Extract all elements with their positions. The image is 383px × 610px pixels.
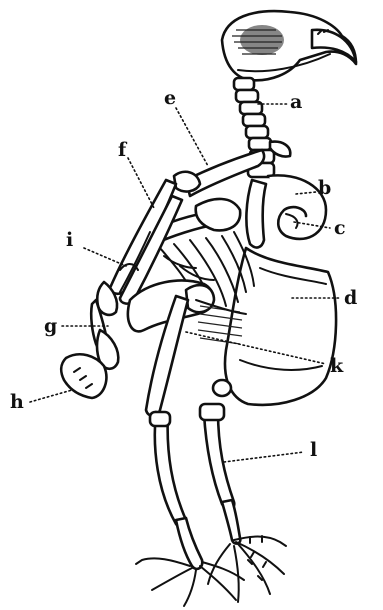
leader-l (224, 452, 304, 462)
label-i: i (66, 229, 73, 251)
skull (222, 11, 356, 80)
leader-f (128, 158, 154, 208)
label-h: h (10, 391, 24, 413)
legs (136, 404, 286, 606)
leader-i (84, 248, 126, 266)
leader-h (30, 390, 72, 402)
label-d: d (344, 287, 357, 309)
furcula-and-coracoid (246, 175, 326, 247)
leader-e (176, 108, 208, 166)
label-l: l (310, 439, 317, 461)
label-f: f (118, 139, 128, 161)
label-a: a (290, 91, 302, 113)
label-c: c (334, 217, 346, 239)
label-k: k (330, 355, 344, 377)
label-g: g (44, 315, 57, 337)
label-e: e (164, 87, 176, 109)
label-b: b (318, 177, 331, 199)
